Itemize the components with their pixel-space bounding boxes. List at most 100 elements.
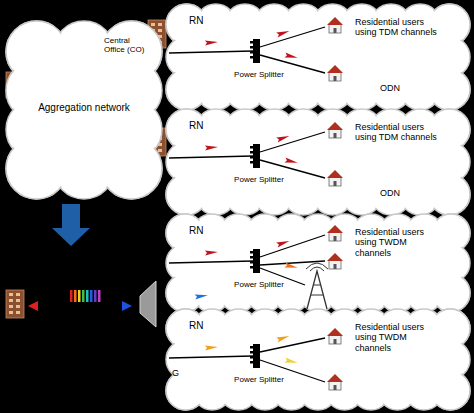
fiber-line <box>169 356 253 358</box>
wavelength-bar <box>86 290 89 302</box>
fiber-line <box>260 132 325 152</box>
splitter-port <box>250 266 253 269</box>
office-label: Central Office (CO) <box>104 36 146 54</box>
odn-cloud: RN Power Splitter Residential users using … <box>165 213 471 313</box>
fiber-line <box>169 156 253 158</box>
house-icon <box>327 374 343 390</box>
signal-arrow <box>284 358 298 366</box>
building-window <box>9 299 13 302</box>
building-window <box>9 293 13 296</box>
building-window <box>158 29 162 32</box>
splitter-port <box>250 51 253 54</box>
signal-arrow <box>276 239 290 248</box>
house-icon <box>327 328 343 344</box>
house-icon <box>327 17 343 33</box>
cloud-outline <box>6 21 162 199</box>
fiber-line <box>260 27 325 47</box>
splitter-port <box>250 146 253 149</box>
splitter-port <box>250 356 253 359</box>
signal-arrow <box>205 250 218 256</box>
cloud-shape <box>165 108 471 216</box>
fiber-line <box>169 261 253 263</box>
fiber-line <box>169 51 253 53</box>
odn-cloud: RNPower SplitterResidential users using … <box>165 3 471 111</box>
signal-arrow <box>205 145 218 151</box>
wavelength-bar <box>94 290 97 302</box>
cloud-fill <box>185 233 451 293</box>
wavelength-bar <box>74 290 77 302</box>
splitter-port <box>250 46 253 49</box>
splitter-label: Power Splitter <box>227 175 291 184</box>
splitter-port <box>250 156 253 159</box>
signal-arrow <box>284 53 298 61</box>
power-splitter <box>253 344 260 368</box>
building-icon <box>6 290 24 318</box>
edge-label: G <box>172 368 186 378</box>
odn-illustration <box>169 122 343 186</box>
splitter-port <box>250 346 253 349</box>
building-window <box>16 293 20 296</box>
house-icon <box>327 253 343 269</box>
splitter-port <box>250 161 253 164</box>
splitter-port <box>250 56 253 59</box>
building-window <box>9 311 13 314</box>
house-icon <box>327 170 343 186</box>
splitter-port <box>250 361 253 364</box>
transition-arrow <box>52 204 90 246</box>
wavelength-bar <box>98 290 101 302</box>
users-label: Residential users using TDM channels <box>355 122 439 143</box>
splitter-port <box>250 151 253 154</box>
node-label: RN <box>189 120 219 132</box>
odn-illustration <box>169 225 343 309</box>
signal-arrow <box>276 29 290 38</box>
signal-arrow <box>276 134 290 143</box>
splitter-label: Power Splitter <box>227 280 291 289</box>
signal-arrow <box>205 40 218 46</box>
splitter-port <box>250 261 253 264</box>
power-splitter <box>253 249 260 273</box>
signal-arrow <box>205 345 218 351</box>
odn-cloud: RN Power Splitter Residential users using … <box>165 108 471 216</box>
cloud-shape <box>165 3 471 111</box>
signal-arrow <box>284 158 298 166</box>
cloud-label: Aggregation network <box>25 102 143 114</box>
splitter-port <box>250 41 253 44</box>
arrow-head <box>122 301 132 311</box>
building-window <box>151 23 155 26</box>
node-label: RN <box>189 225 219 237</box>
demultiplexer <box>140 281 156 327</box>
wavelength-bar <box>90 290 93 302</box>
splitter-label: Power Splitter <box>227 70 291 79</box>
odn-cloud: RN Power Splitter Residential users using … <box>165 308 471 411</box>
users-label: Residential users using TWDM channels <box>355 227 439 258</box>
power-splitter <box>253 39 260 63</box>
cloud-outline <box>166 109 470 215</box>
wavelength-bar <box>82 290 85 302</box>
wavelength-bar <box>78 290 81 302</box>
fiber-line <box>260 338 325 352</box>
cloud-fill <box>186 329 451 391</box>
power-splitter <box>253 144 260 168</box>
building-window <box>16 299 20 302</box>
odn-label: ODN <box>380 83 420 93</box>
signal-arrow <box>195 293 209 300</box>
splitter-label: Power Splitter <box>227 375 291 384</box>
splitter-port <box>250 351 253 354</box>
cloud-outline <box>166 4 470 110</box>
house-icon <box>327 65 343 81</box>
cloud-shape <box>165 213 471 313</box>
node-label: RN <box>189 320 219 332</box>
building-window <box>9 305 13 308</box>
house-icon <box>327 122 343 138</box>
odn-label: ODN <box>380 188 420 198</box>
cloud-shape <box>165 308 471 411</box>
wavelength-arrow <box>36 305 124 308</box>
wavelength-bar <box>70 290 73 302</box>
odn-illustration <box>169 328 343 390</box>
arrow-head <box>28 301 38 311</box>
users-label: Residential users using TWDM channels <box>355 322 439 353</box>
central-office-buildings <box>6 20 166 318</box>
cloud-outline <box>166 214 470 312</box>
node-label: RN <box>189 15 219 27</box>
antenna-tower <box>306 263 328 309</box>
